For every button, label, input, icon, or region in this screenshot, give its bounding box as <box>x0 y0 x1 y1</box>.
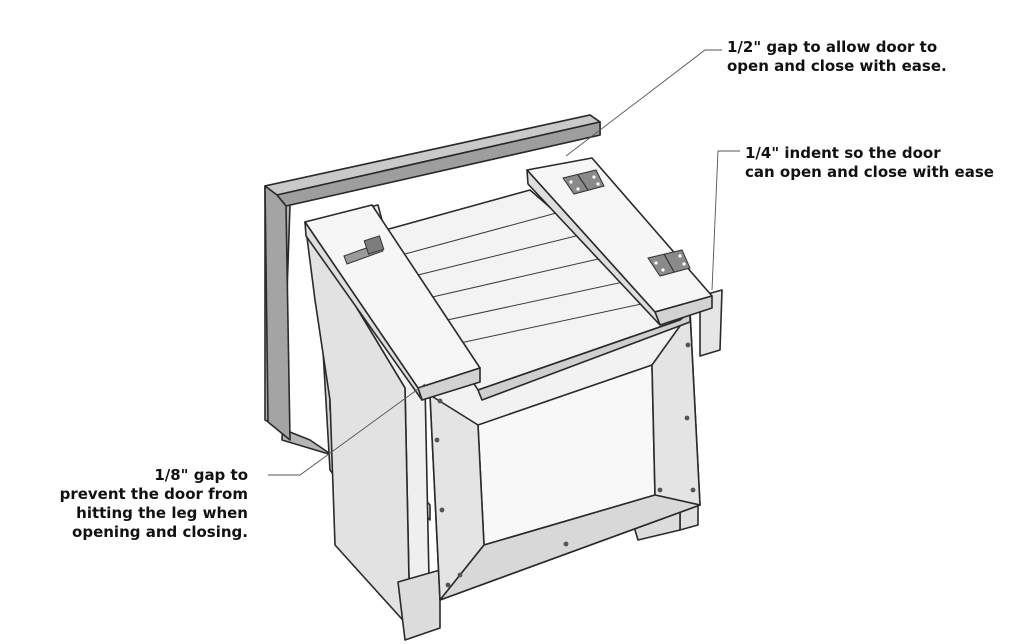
leg-gap-annotation: 1/8" gap to prevent the door from hittin… <box>40 466 248 542</box>
annotation-line: 1/2" gap to allow door to <box>727 38 938 56</box>
latch-icon <box>343 235 385 265</box>
annotation-line: 1/8" gap to <box>154 466 248 484</box>
annotation-line: prevent the door from <box>59 485 248 503</box>
annotation-line: open and close with ease. <box>727 57 947 75</box>
door-gap-annotation: 1/2" gap to allow door to open and close… <box>727 38 947 76</box>
indent-annotation: 1/4" indent so the door can open and clo… <box>745 144 994 182</box>
leader-lines <box>268 49 740 476</box>
annotation-line: hitting the leg when <box>76 504 248 522</box>
annotation-line: can open and close with ease <box>745 163 994 181</box>
left-top-rail <box>304 204 481 401</box>
hinge-icon <box>647 249 691 277</box>
hinge-icon <box>562 169 605 195</box>
back-panel <box>264 114 601 456</box>
annotation-line: 1/4" indent so the door <box>745 144 941 162</box>
annotation-line: opening and closing. <box>72 523 248 541</box>
